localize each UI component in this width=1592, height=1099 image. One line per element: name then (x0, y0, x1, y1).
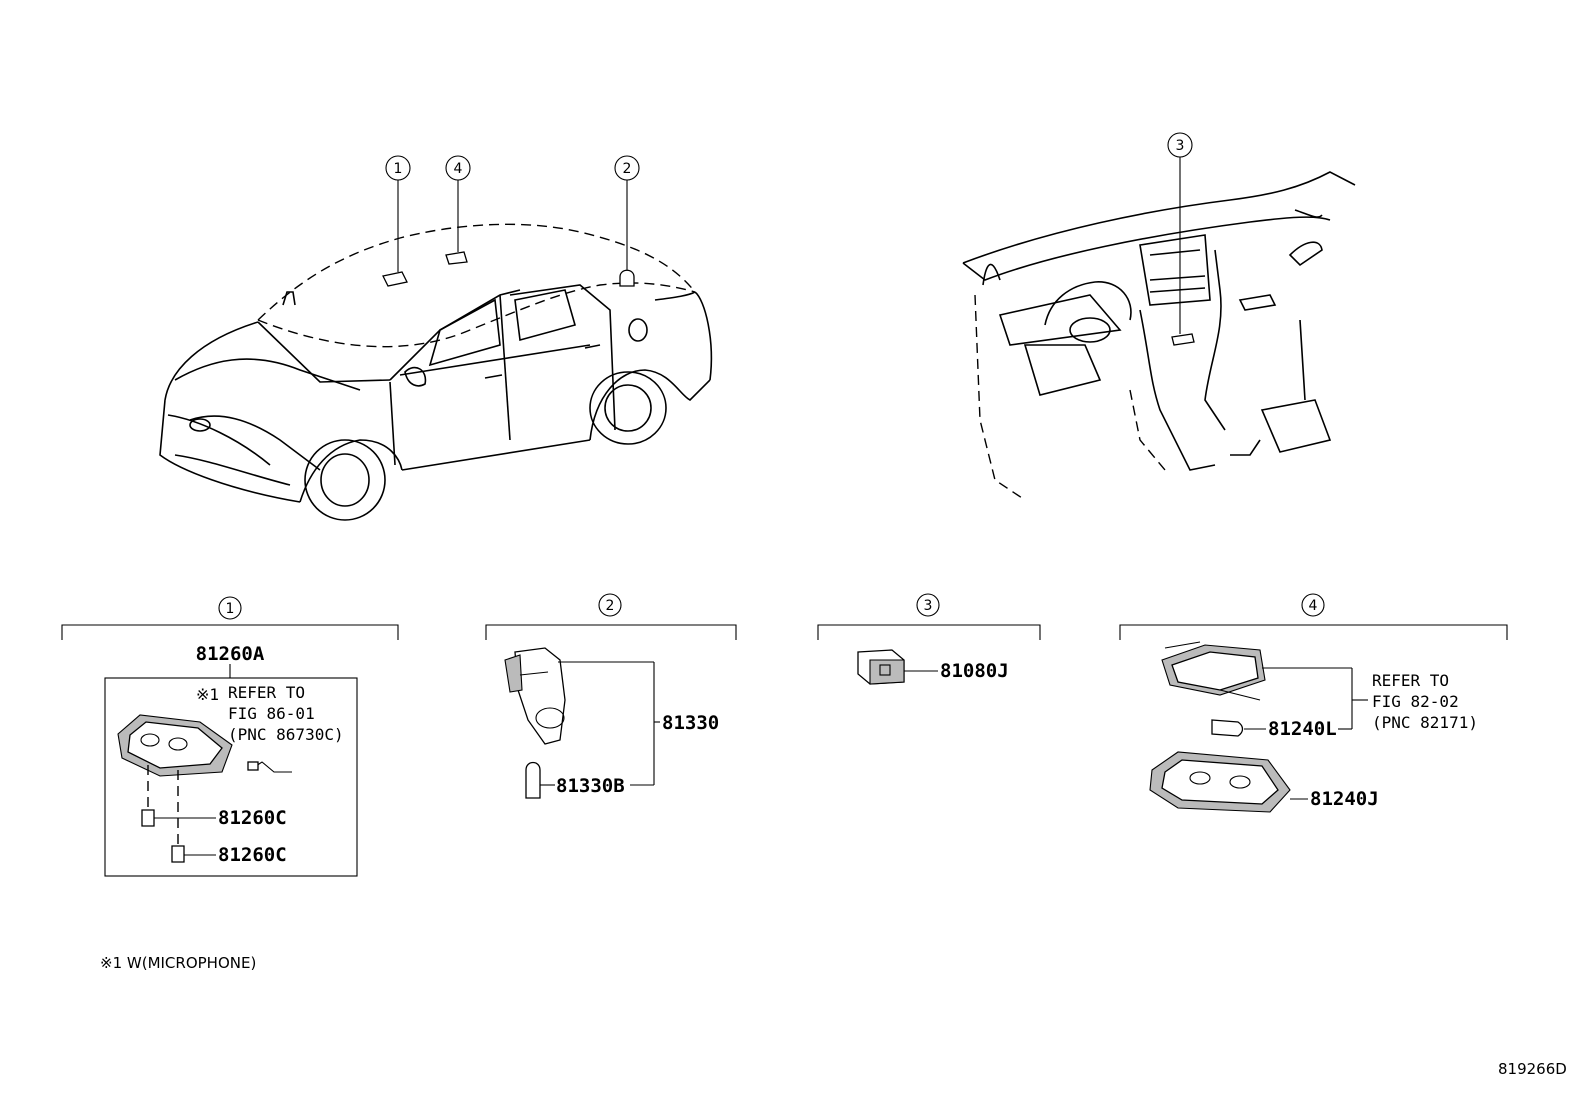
note-mark: ※1 (196, 685, 219, 704)
part-81260A: 81260A (196, 643, 265, 665)
svg-text:(PNC 82171): (PNC 82171) (1372, 713, 1478, 732)
bulb-icon (1211, 719, 1244, 737)
callout-3-dash: 3 (1167, 132, 1193, 334)
svg-text:REFER TO: REFER TO (228, 683, 305, 702)
callout-4-car: 4 (445, 155, 471, 252)
svg-text:4: 4 (454, 161, 463, 177)
bulb-icon (171, 845, 185, 863)
svg-text:(PNC 86730C): (PNC 86730C) (228, 725, 344, 744)
svg-text:FIG 82-02: FIG 82-02 (1372, 692, 1459, 711)
footnote: ※1 W(MICROPHONE) (100, 954, 256, 972)
bulb-icon (525, 761, 541, 799)
bulb-icon (141, 809, 155, 827)
dashboard-illustration (962, 171, 1356, 501)
callout-1-car: 1 (385, 155, 411, 272)
part-81240L: 81240L (1268, 718, 1337, 740)
svg-text:1: 1 (394, 161, 403, 177)
svg-text:3: 3 (1176, 138, 1185, 154)
group-3: 3 81080J (817, 593, 1041, 685)
svg-text:4: 4 (1309, 598, 1318, 614)
svg-text:REFER TO: REFER TO (1372, 671, 1449, 690)
part-81080J: 81080J (940, 660, 1009, 682)
group-4: 4 REFER TO FIG 82-02 (PNC 82171) 81240L … (1119, 593, 1508, 813)
part-81240J: 81240J (1310, 788, 1379, 810)
group-1: 1 81260A ※1 REFER TO FIG 86-01 (PNC 8673… (61, 596, 399, 877)
svg-text:2: 2 (623, 161, 632, 177)
part-81330: 81330 (662, 712, 719, 734)
svg-text:1: 1 (226, 601, 235, 617)
part-81330B: 81330B (556, 775, 625, 797)
group-2: 2 81330 81330B (485, 593, 737, 799)
svg-text:2: 2 (606, 598, 615, 614)
svg-text:3: 3 (924, 598, 933, 614)
svg-text:FIG 86-01: FIG 86-01 (228, 704, 315, 723)
callout-2-car: 2 (614, 155, 640, 270)
part-81260C-b: 81260C (218, 844, 287, 866)
car-illustration (159, 223, 713, 521)
part-81260C-a: 81260C (218, 807, 287, 829)
diagram-id: 819266D (1498, 1060, 1567, 1078)
